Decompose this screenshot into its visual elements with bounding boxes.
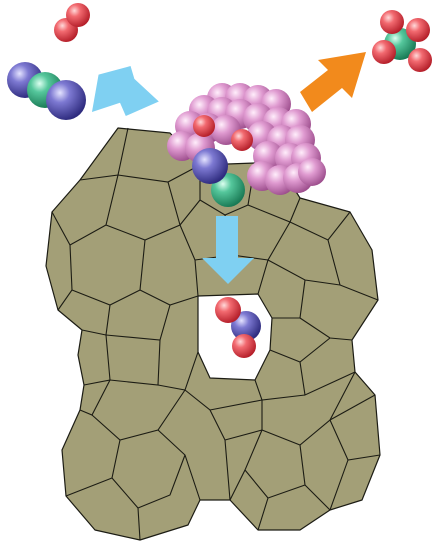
- product-molecule: [372, 10, 432, 72]
- o2-molecule: [54, 3, 90, 42]
- triatomic-molecule: [7, 62, 86, 120]
- adsorbed-oxygen-atom: [231, 129, 253, 151]
- adsorbed-blue-atom: [192, 148, 228, 184]
- entry-arrow: [92, 61, 164, 123]
- adsorbed-oxygen-atom: [193, 115, 215, 137]
- release-arrow: [300, 52, 366, 112]
